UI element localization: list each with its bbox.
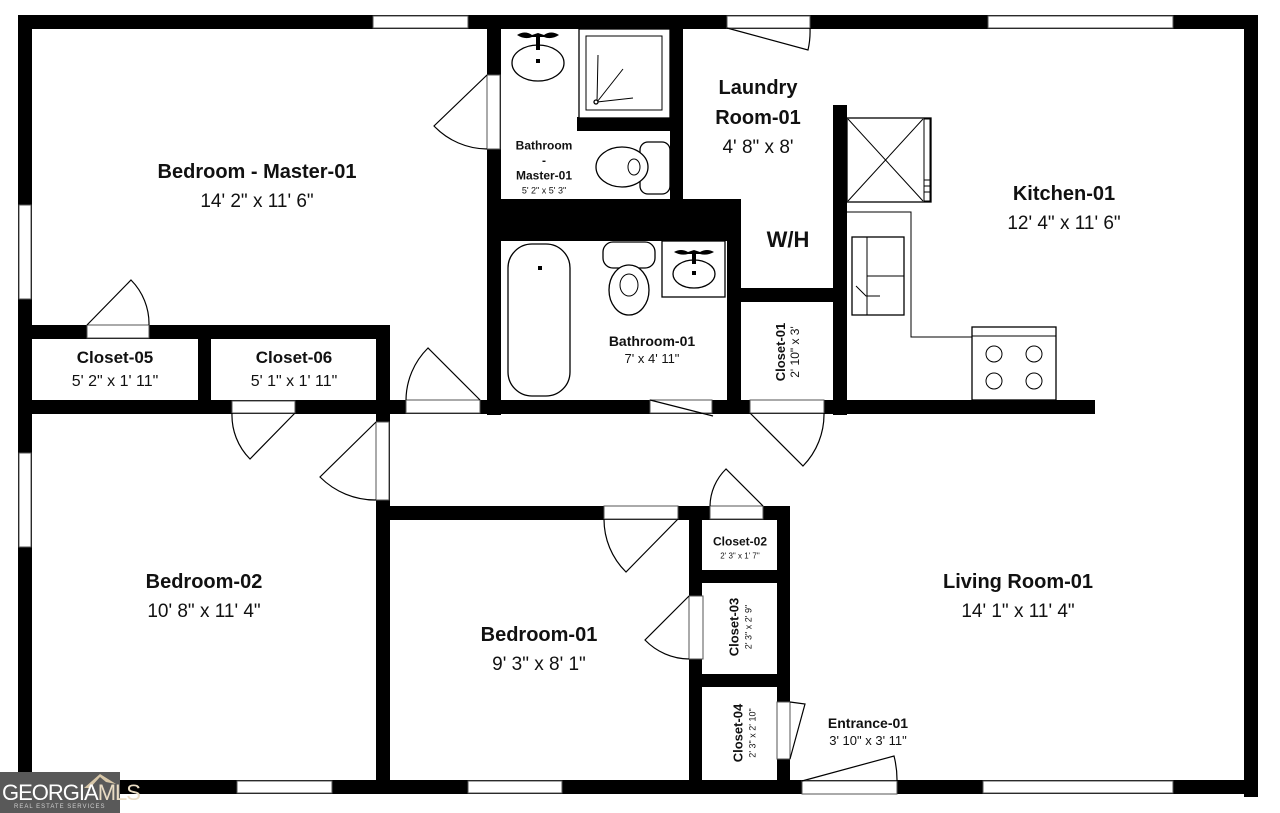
room-name: Closet-05 <box>76 348 154 367</box>
room-name: Laundry <box>718 77 798 99</box>
georgia-mls-watermark: GEORGIAMLS REAL ESTATE SERVICES <box>0 772 141 813</box>
room-name: Closet-01 <box>773 322 788 382</box>
room-name: Entrance-01 <box>827 715 909 731</box>
house-roof-icon <box>84 774 116 788</box>
room-dimensions: 5' 1" x 1' 11" <box>250 373 338 390</box>
doors <box>86 15 898 795</box>
room-name: Room-01 <box>715 107 801 129</box>
shower-icon <box>578 28 671 119</box>
room-name: Kitchen-01 <box>1012 183 1116 205</box>
room-name: Bedroom - Master-01 <box>157 161 357 183</box>
room-dimensions: 5' 2" x 1' 11" <box>71 373 159 390</box>
room-label-closet-03: Closet-03 2' 3" x 2' 9" <box>727 598 756 657</box>
brand-name: GEORGIAMLS <box>2 780 141 805</box>
room-name: Bedroom-01 <box>480 624 598 646</box>
room-label-kitchen: Kitchen-01 12' 4" x 11' 6" <box>1007 179 1120 239</box>
room-dimensions: 5' 2" x 5' 3" <box>521 185 567 196</box>
bathtub-icon <box>507 243 571 397</box>
room-label-closet-06: Closet-06 5' 1" x 1' 11" <box>251 346 338 394</box>
room-label-closet-02: Closet-02 2' 3" x 1' 7" <box>713 535 767 564</box>
toilet-icon <box>595 141 671 195</box>
toilet-icon <box>602 241 656 316</box>
room-dimensions: 9' 3" x 8' 1" <box>492 654 586 675</box>
room-dimensions: 14' 1" x 11' 4" <box>961 601 1075 622</box>
room-label-closet-01: Closet-01 2' 10" x 3' <box>773 323 803 382</box>
windows <box>18 15 1174 794</box>
refrigerator-icon <box>846 117 932 203</box>
room-name: Closet-06 <box>255 348 333 367</box>
room-name: Closet-03 <box>726 597 742 657</box>
room-dimensions: 14' 2" x 11' 6" <box>200 191 314 212</box>
room-name: Bedroom-02 <box>145 571 263 593</box>
stove-icon <box>971 326 1057 401</box>
room-dimensions: 10' 8" x 11' 4" <box>147 601 261 622</box>
brand-tagline: REAL ESTATE SERVICES <box>14 804 106 810</box>
window <box>982 780 1174 794</box>
room-name: Bathroom-01 <box>608 333 696 349</box>
room-label-bathroom-01: Bathroom-01 7' x 4' 11" <box>609 332 695 368</box>
room-name: Living Room-01 <box>942 571 1094 593</box>
room-dimensions: 3' 10" x 3' 11" <box>829 733 907 748</box>
room-dimensions: 12' 4" x 11' 6" <box>1007 213 1121 234</box>
room-dimensions: 2' 3" x 2' 9" <box>743 604 754 650</box>
room-name: Master-01 <box>515 168 573 183</box>
room-name: - <box>541 153 546 168</box>
window <box>236 780 333 794</box>
room-dimensions: 2' 3" x 2' 10" <box>747 708 758 758</box>
room-label-entrance: Entrance-01 3' 10" x 3' 11" <box>828 714 908 750</box>
window <box>18 452 32 548</box>
room-name: Bathroom <box>515 138 573 153</box>
room-name: W/H <box>766 227 810 252</box>
room-label-bedroom-master: Bedroom - Master-01 14' 2" x 11' 6" <box>158 157 357 217</box>
room-dimensions: 2' 3" x 1' 7" <box>720 551 760 561</box>
room-name: Closet-04 <box>730 703 746 763</box>
room-label-bathroom-master: Bathroom - Master-01 5' 2" x 5' 3" <box>516 139 573 198</box>
room-dimensions: 4' 8" x 8' <box>722 137 794 158</box>
kitchen-fixtures <box>846 117 1057 401</box>
kitchen-sink-icon <box>851 236 905 316</box>
room-label-closet-04: Closet-04 2' 3" x 2' 10" <box>731 704 760 763</box>
window <box>987 15 1174 29</box>
room-dimensions: 7' x 4' 11" <box>624 351 680 366</box>
room-name: Closet-02 <box>712 534 768 549</box>
master-bath-fixtures <box>511 28 671 195</box>
room-label-water-heater: W/H <box>767 227 810 253</box>
bathroom-fixtures <box>507 240 726 397</box>
room-label-living-room: Living Room-01 14' 1" x 11' 4" <box>943 567 1093 627</box>
room-label-bedroom-01: Bedroom-01 9' 3" x 8' 1" <box>481 620 598 680</box>
window <box>372 15 469 29</box>
room-dimensions: 2' 10" x 3' <box>788 326 802 378</box>
room-label-bedroom-02: Bedroom-02 10' 8" x 11' 4" <box>146 567 263 627</box>
room-label-closet-05: Closet-05 5' 2" x 1' 11" <box>72 346 159 394</box>
window <box>18 204 32 300</box>
window <box>467 780 563 794</box>
room-label-laundry: Laundry Room-01 4' 8" x 8' <box>715 73 801 163</box>
